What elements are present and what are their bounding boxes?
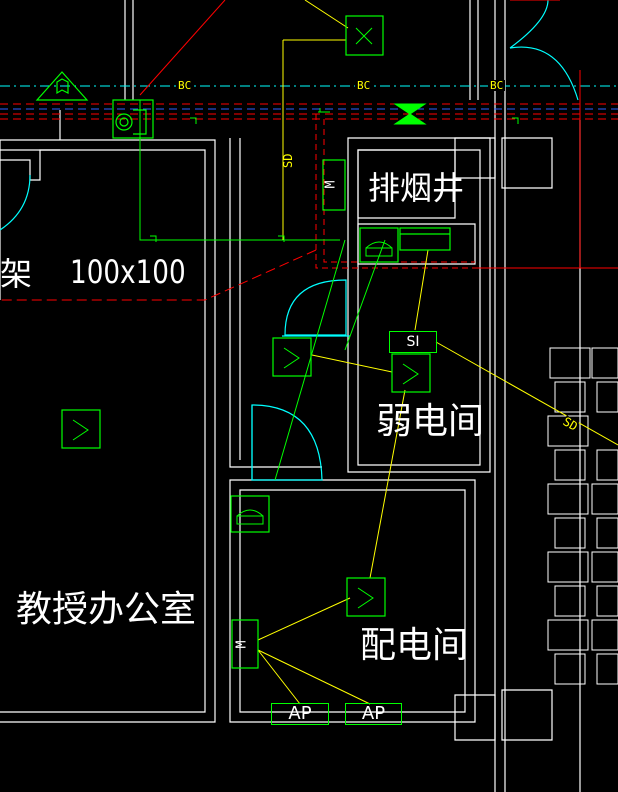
z-device-weak bbox=[391, 353, 431, 393]
block-grid-cells bbox=[547, 347, 618, 685]
weak-room-top bbox=[357, 223, 476, 265]
panel-weak-room bbox=[399, 227, 451, 251]
column-box-3 bbox=[454, 694, 496, 741]
speaker-inner bbox=[56, 78, 69, 95]
m-boxes bbox=[231, 159, 346, 669]
cable-ap1 bbox=[257, 649, 301, 705]
sd-label-vertical: SD bbox=[281, 153, 295, 168]
office-wall-outline bbox=[0, 110, 216, 723]
junction-circle-inner bbox=[119, 117, 129, 127]
hook-marker-2 bbox=[190, 117, 519, 124]
m-label-power: M bbox=[234, 640, 250, 649]
tray-right-feed bbox=[475, 70, 618, 269]
tray-vertical-shaft bbox=[315, 114, 475, 269]
tray-to-office bbox=[0, 249, 317, 301]
z-device-corridor bbox=[272, 337, 312, 377]
conduit-to-phone bbox=[274, 239, 346, 481]
tray-top-diagonal bbox=[139, 0, 226, 96]
z-device-power bbox=[346, 577, 386, 617]
hook-marker-1 bbox=[150, 235, 285, 242]
corridor-wall-left bbox=[229, 138, 322, 468]
m-box-shaft bbox=[322, 159, 346, 211]
door-arc-left bbox=[0, 174, 31, 231]
door-leaf-corridor bbox=[251, 335, 350, 480]
power-room-inner bbox=[239, 489, 466, 713]
z-devices bbox=[61, 15, 431, 617]
cable-si-right bbox=[435, 341, 618, 446]
door-arc-top-right bbox=[509, 0, 579, 101]
junction-arc bbox=[133, 109, 147, 135]
cable-shaft-down bbox=[414, 249, 429, 331]
m-label-shaft: M bbox=[323, 180, 339, 189]
cable-hub-1 bbox=[311, 354, 393, 373]
ap-device-1[interactable]: AP bbox=[271, 703, 329, 725]
cable-trays bbox=[0, 0, 618, 301]
conduits bbox=[139, 100, 386, 481]
conduit-weak-room bbox=[344, 239, 386, 351]
dist-frame bbox=[318, 108, 330, 113]
junction-symbol bbox=[112, 99, 154, 139]
phone-power-room bbox=[230, 495, 270, 533]
valve-top bbox=[393, 103, 427, 115]
room-professor-office: 教授办公室 bbox=[16, 589, 197, 630]
dimension-label: 100x100 bbox=[70, 253, 186, 291]
conduit-vertical-main bbox=[139, 100, 340, 241]
bc-label-1: BC bbox=[176, 79, 194, 92]
power-room-wall bbox=[229, 479, 476, 723]
bc-label-2: BC bbox=[355, 79, 373, 92]
valve-symbol bbox=[393, 103, 427, 125]
bus-lines bbox=[0, 85, 618, 120]
column-box-1 bbox=[454, 137, 496, 179]
cable-ap2 bbox=[257, 649, 371, 705]
cable-to-power bbox=[369, 389, 406, 579]
m-box-power bbox=[231, 619, 259, 669]
top-vertical-walls bbox=[124, 0, 479, 100]
doors bbox=[0, 0, 579, 481]
shaft-room-wall bbox=[347, 137, 491, 473]
door-arc-corridor bbox=[284, 279, 347, 336]
ap-device-2[interactable]: AP bbox=[345, 703, 402, 725]
smoke-shaft-box bbox=[357, 149, 456, 219]
phone-weak-room bbox=[359, 227, 399, 263]
bc-label-3: BC bbox=[488, 79, 506, 92]
room-smoke-shaft: 排烟井 bbox=[368, 169, 465, 207]
cable-power-hub bbox=[257, 597, 351, 641]
si-device[interactable]: SI bbox=[389, 331, 437, 353]
junction-circle-outer bbox=[115, 113, 133, 131]
cable-top-diagonal bbox=[304, 0, 349, 29]
valve-bottom bbox=[393, 113, 427, 125]
speaker-symbol bbox=[35, 71, 89, 101]
room-partial: 架 bbox=[0, 255, 33, 293]
block-grid bbox=[547, 347, 618, 685]
z-device-top bbox=[345, 15, 384, 56]
column-box-4 bbox=[501, 689, 553, 741]
bus-markers bbox=[150, 108, 519, 242]
office-inner-edge bbox=[0, 149, 206, 713]
speaker-triangle bbox=[35, 71, 89, 101]
column-box-2 bbox=[501, 137, 553, 189]
junction-box bbox=[112, 99, 154, 139]
signal-cables bbox=[257, 0, 618, 705]
door-arc-power bbox=[251, 404, 323, 481]
phone-symbols bbox=[230, 227, 451, 533]
room-power: 配电间 bbox=[360, 625, 469, 666]
z-device-office bbox=[61, 409, 101, 449]
room-weak-current: 弱电间 bbox=[376, 401, 485, 442]
